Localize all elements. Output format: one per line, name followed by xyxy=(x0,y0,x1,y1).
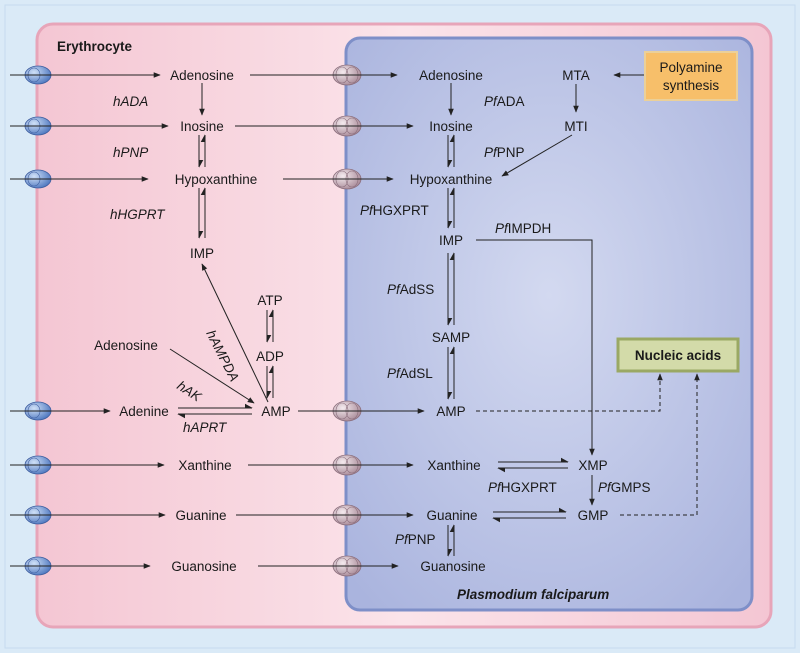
par-adenosine: Adenosine xyxy=(419,68,483,83)
host-adenosine-mid: Adenosine xyxy=(94,338,158,353)
enzyme-hada: hADA xyxy=(113,94,148,109)
parasite-compartment xyxy=(344,36,754,612)
enzyme-pfadsl: PfAdSL xyxy=(387,366,433,381)
host-transporters xyxy=(24,65,52,576)
par-xanthine: Xanthine xyxy=(427,458,480,473)
host-adenine: Adenine xyxy=(119,404,169,419)
host-guanine: Guanine xyxy=(175,508,226,523)
erythrocyte-title: Erythrocyte xyxy=(57,39,133,54)
host-inosine: Inosine xyxy=(180,119,224,134)
host-adp: ADP xyxy=(256,349,284,364)
parasite-enzymes: PfADA PfPNP PfHGXPRT PfIMPDH PfAdSS PfAd… xyxy=(360,94,651,547)
parasite-reactions xyxy=(447,72,648,557)
uptake-arrows-parasite xyxy=(235,72,425,569)
par-mti: MTI xyxy=(564,119,587,134)
enzyme-pfadss: PfAdSS xyxy=(387,282,434,297)
polyamine-synthesis-box xyxy=(644,51,738,101)
par-xmp: XMP xyxy=(578,458,607,473)
enzyme-pfpnp-bottom: PfPNP xyxy=(395,532,436,547)
parasite-title: Plasmodium falciparum xyxy=(457,587,609,602)
par-amp: AMP xyxy=(436,404,465,419)
host-atp: ATP xyxy=(257,293,282,308)
par-samp: SAMP xyxy=(432,330,470,345)
uptake-arrows-host xyxy=(10,72,169,569)
enzyme-pfada: PfADA xyxy=(484,94,525,109)
par-hypoxanthine: Hypoxanthine xyxy=(410,172,493,187)
enzyme-hpnp: hPNP xyxy=(113,145,148,160)
par-mta: MTA xyxy=(562,68,590,83)
host-xanthine: Xanthine xyxy=(178,458,231,473)
par-inosine: Inosine xyxy=(429,119,473,134)
par-gmp: GMP xyxy=(578,508,609,523)
host-hypoxanthine: Hypoxanthine xyxy=(175,172,258,187)
par-guanine: Guanine xyxy=(426,508,477,523)
enzyme-pfhgxprt-bottom: PfHGXPRT xyxy=(488,480,557,495)
host-metabolites: Adenosine Inosine Hypoxanthine IMP ATP A… xyxy=(94,68,291,574)
enzyme-hhgprt: hHGPRT xyxy=(110,207,166,222)
nucleic-acids-box xyxy=(616,337,740,373)
host-imp: IMP xyxy=(190,246,214,261)
enzyme-pfhgxprt-top: PfHGXPRT xyxy=(360,203,429,218)
polyamine-line2: synthesis xyxy=(663,78,720,93)
enzyme-pfpnp-top: PfPNP xyxy=(484,145,525,160)
nucleic-acid-arrows xyxy=(476,373,700,516)
nucleic-acids-label: Nucleic acids xyxy=(635,348,721,363)
host-guanosine: Guanosine xyxy=(171,559,236,574)
host-adenosine-top: Adenosine xyxy=(170,68,234,83)
parasite-metabolites: Adenosine MTA Inosine MTI Hypoxanthine I… xyxy=(410,68,609,574)
host-amp: AMP xyxy=(261,404,290,419)
enzyme-pfimpdh: PfIMPDH xyxy=(495,221,551,236)
enzyme-pfgmps: PfGMPS xyxy=(598,480,651,495)
host-reactions xyxy=(169,83,274,419)
polyamine-line1: Polyamine xyxy=(659,60,722,75)
par-guanosine: Guanosine xyxy=(420,559,485,574)
enzyme-haprt: hAPRT xyxy=(183,420,228,435)
par-imp: IMP xyxy=(439,233,463,248)
